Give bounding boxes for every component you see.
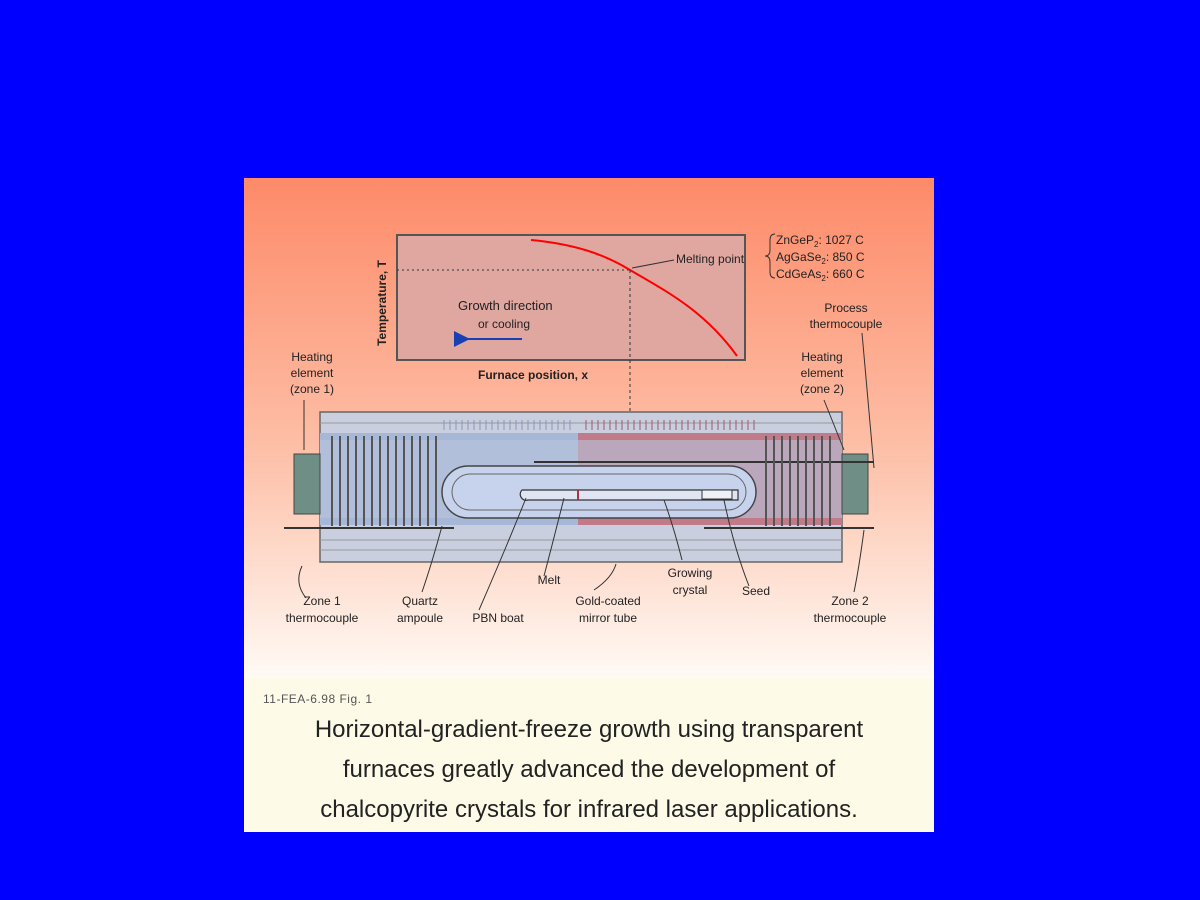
heating-coil-zone1	[331, 436, 437, 526]
growth-direction-label: Growth direction	[458, 298, 553, 313]
growth-direction-label-2: or cooling	[478, 317, 530, 331]
heating-element-zone2-label-2: element	[801, 366, 844, 380]
melting-point-leader	[631, 259, 675, 269]
pbn-boat-shape	[519, 489, 739, 501]
heating-element-zone2-label: Heating	[801, 350, 842, 364]
zone2-thermocouple-label-2: thermocouple	[814, 611, 887, 625]
component-labels: Heating element (zone 1) Heating element…	[286, 301, 887, 625]
caption-line-1: Horizontal-gradient-freeze growth using …	[314, 716, 864, 743]
process-thermocouple-label: Process	[824, 301, 867, 315]
gold-coated-mirror-tube-label: Gold-coated	[575, 594, 640, 608]
growing-crystal-label: Growing	[668, 566, 713, 580]
figure-panel: Melting point Growth direction or coolin…	[244, 178, 934, 832]
left-end-cap	[293, 453, 321, 515]
caption-panel: 11-FEA-6.98 Fig. 1 Horizontal-gradient-f…	[244, 678, 934, 832]
heating-element-zone2-label-3: (zone 2)	[800, 382, 844, 396]
pbn-boat-label: PBN boat	[472, 611, 524, 625]
zone2-thermocouple-label: Zone 2	[831, 594, 869, 608]
furnace-diagram: Melting point Growth direction or coolin…	[244, 178, 934, 678]
figure-caption: Horizontal-gradient-freeze growth using …	[244, 710, 934, 830]
melt-label: Melt	[538, 573, 561, 587]
heating-element-zone1-label-3: (zone 1)	[290, 382, 334, 396]
heating-coil-zone2	[765, 436, 831, 526]
x-axis-label: Furnace position, x	[478, 368, 588, 382]
zone2-element-ticks	[585, 420, 755, 430]
seed-label: Seed	[742, 584, 770, 598]
melting-point-label: Melting point	[676, 252, 745, 266]
heating-element-zone1-label-2: element	[291, 366, 334, 380]
zone1-element-ticks	[443, 420, 571, 430]
material-znge: ZnGeP2: 1027 C	[776, 233, 864, 249]
heating-element-zone1-label: Heating	[291, 350, 332, 364]
caption-line-3: chalcopyrite crystals for infrared laser…	[320, 796, 858, 823]
seed-shape	[701, 489, 733, 500]
figure-id: 11-FEA-6.98 Fig. 1	[263, 692, 373, 706]
y-axis-label: Temperature, T	[375, 259, 389, 345]
right-end-cap	[841, 453, 869, 515]
zone1-thermocouple-label: Zone 1	[303, 594, 341, 608]
gold-coated-mirror-tube-label-2: mirror tube	[579, 611, 637, 625]
caption-line-2: furnaces greatly advanced the developmen…	[342, 756, 836, 783]
materials-brace	[764, 233, 776, 279]
process-thermocouple-label-2: thermocouple	[810, 317, 883, 331]
material-cdgeas: CdGeAs2: 660 C	[776, 267, 865, 283]
quartz-ampoule-label: Quartz	[402, 594, 438, 608]
quartz-ampoule-label-2: ampoule	[397, 611, 443, 625]
temperature-chart: Melting point Growth direction or coolin…	[375, 233, 865, 382]
leader-lines	[298, 332, 875, 611]
growing-crystal-label-2: crystal	[673, 583, 708, 597]
material-aggase: AgGaSe2: 850 C	[776, 250, 865, 266]
zone1-thermocouple-label-2: thermocouple	[286, 611, 359, 625]
furnace-assembly	[284, 411, 874, 563]
